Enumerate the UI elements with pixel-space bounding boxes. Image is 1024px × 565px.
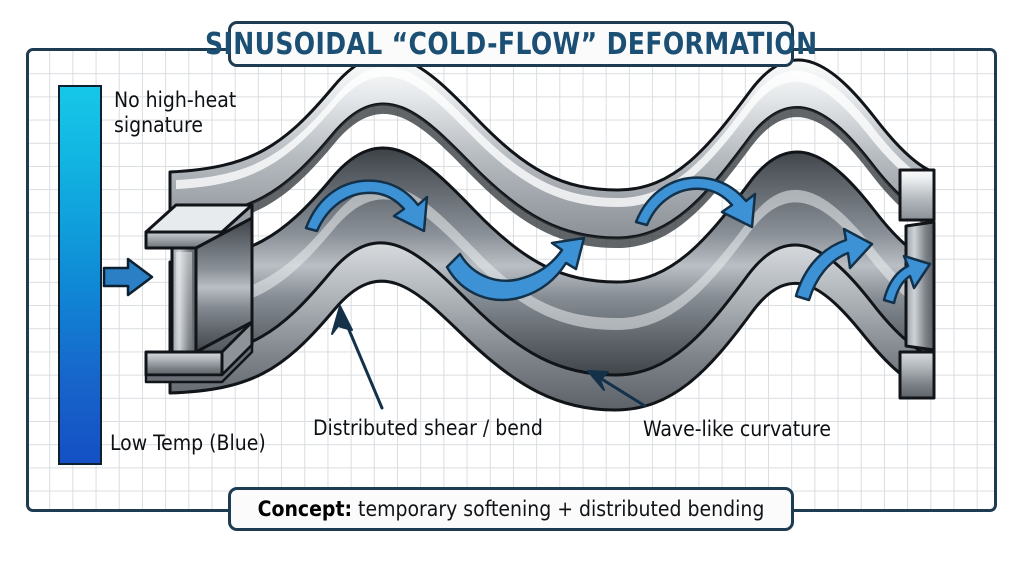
left-bottom-flange-underside [144, 343, 254, 384]
flow-arrow-3 [634, 176, 757, 229]
flow-arrows [304, 176, 932, 305]
left-bottom-flange-edge [144, 350, 224, 377]
concept-box: Concept: temporary softening + distribut… [228, 487, 794, 531]
title-box: SINUSOIDAL “COLD-FLOW” DEFORMATION [205, 21, 817, 67]
concept-body: temporary softening + distributed bendin… [352, 497, 765, 521]
page-title: SINUSOIDAL “COLD-FLOW” DEFORMATION [204, 26, 818, 62]
callout-wave-curvature: Wave-like curvature [643, 417, 832, 441]
callout-distributed-shear: Distributed shear / bend [313, 416, 543, 440]
right-web-face [904, 220, 936, 352]
right-bottom-flange [898, 350, 936, 400]
concept-text: Concept: temporary softening + distribut… [258, 497, 765, 521]
temperature-gradient-bar [58, 85, 102, 465]
sinusoidal-beam [144, 54, 936, 412]
legend-top-label: No high-heat signature [114, 88, 237, 137]
left-web-sheen [176, 252, 192, 348]
flow-arrow-1 [304, 179, 429, 233]
legend-bottom-label: Low Temp (Blue) [110, 431, 266, 455]
right-top-flange [898, 168, 936, 222]
flow-arrow-4 [794, 227, 874, 302]
concept-label: Concept: [257, 497, 353, 521]
flow-arrow-2 [445, 236, 586, 302]
flow-arrow-5 [882, 254, 932, 305]
beam-left-end-cap [144, 203, 254, 384]
beam-right-end-cap [898, 168, 936, 400]
